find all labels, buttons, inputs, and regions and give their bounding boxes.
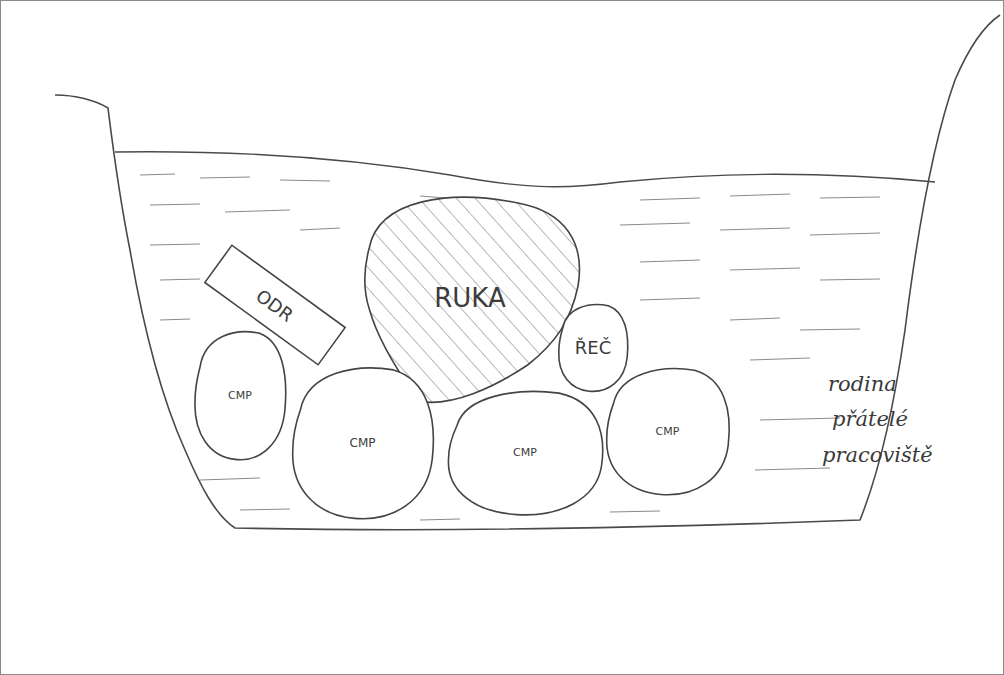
water-surface: [115, 152, 935, 187]
shape-label: RUKA: [434, 283, 505, 313]
shape-label: CMP: [228, 389, 252, 402]
shape-label: CMP: [656, 425, 680, 438]
handwritten-note: přátelé: [832, 407, 908, 431]
stone-shape-path: [607, 369, 730, 495]
stone-shape: CMP: [190, 325, 290, 465]
node-text-group: CMP: [228, 389, 252, 402]
handwritten-note: rodina: [828, 372, 897, 396]
node-text-group: CMP: [350, 436, 376, 450]
stone-shape: CMP: [600, 362, 735, 500]
stone-shape-path: [448, 392, 602, 515]
stone-shape-path: [293, 368, 434, 519]
node-text-group: CMP: [656, 425, 680, 438]
shape-label: ŘEČ: [575, 337, 611, 358]
node-text-group: ŘEČ: [575, 337, 611, 358]
stone-shape: CMP: [285, 360, 440, 525]
water-strokes: [140, 174, 880, 520]
bowl-outline: [55, 15, 1000, 530]
stone-shape-path: [195, 332, 286, 460]
stone-shape: ŘEČ: [555, 300, 631, 395]
node-text-group: RUKA: [434, 283, 505, 313]
stone-shape-path: [559, 305, 628, 392]
shape-label: CMP: [350, 436, 376, 450]
stone-shape: CMP: [440, 385, 610, 520]
shape-label: CMP: [513, 446, 537, 459]
node-text-group: CMP: [513, 446, 537, 459]
handwritten-note: pracoviště: [822, 443, 933, 467]
